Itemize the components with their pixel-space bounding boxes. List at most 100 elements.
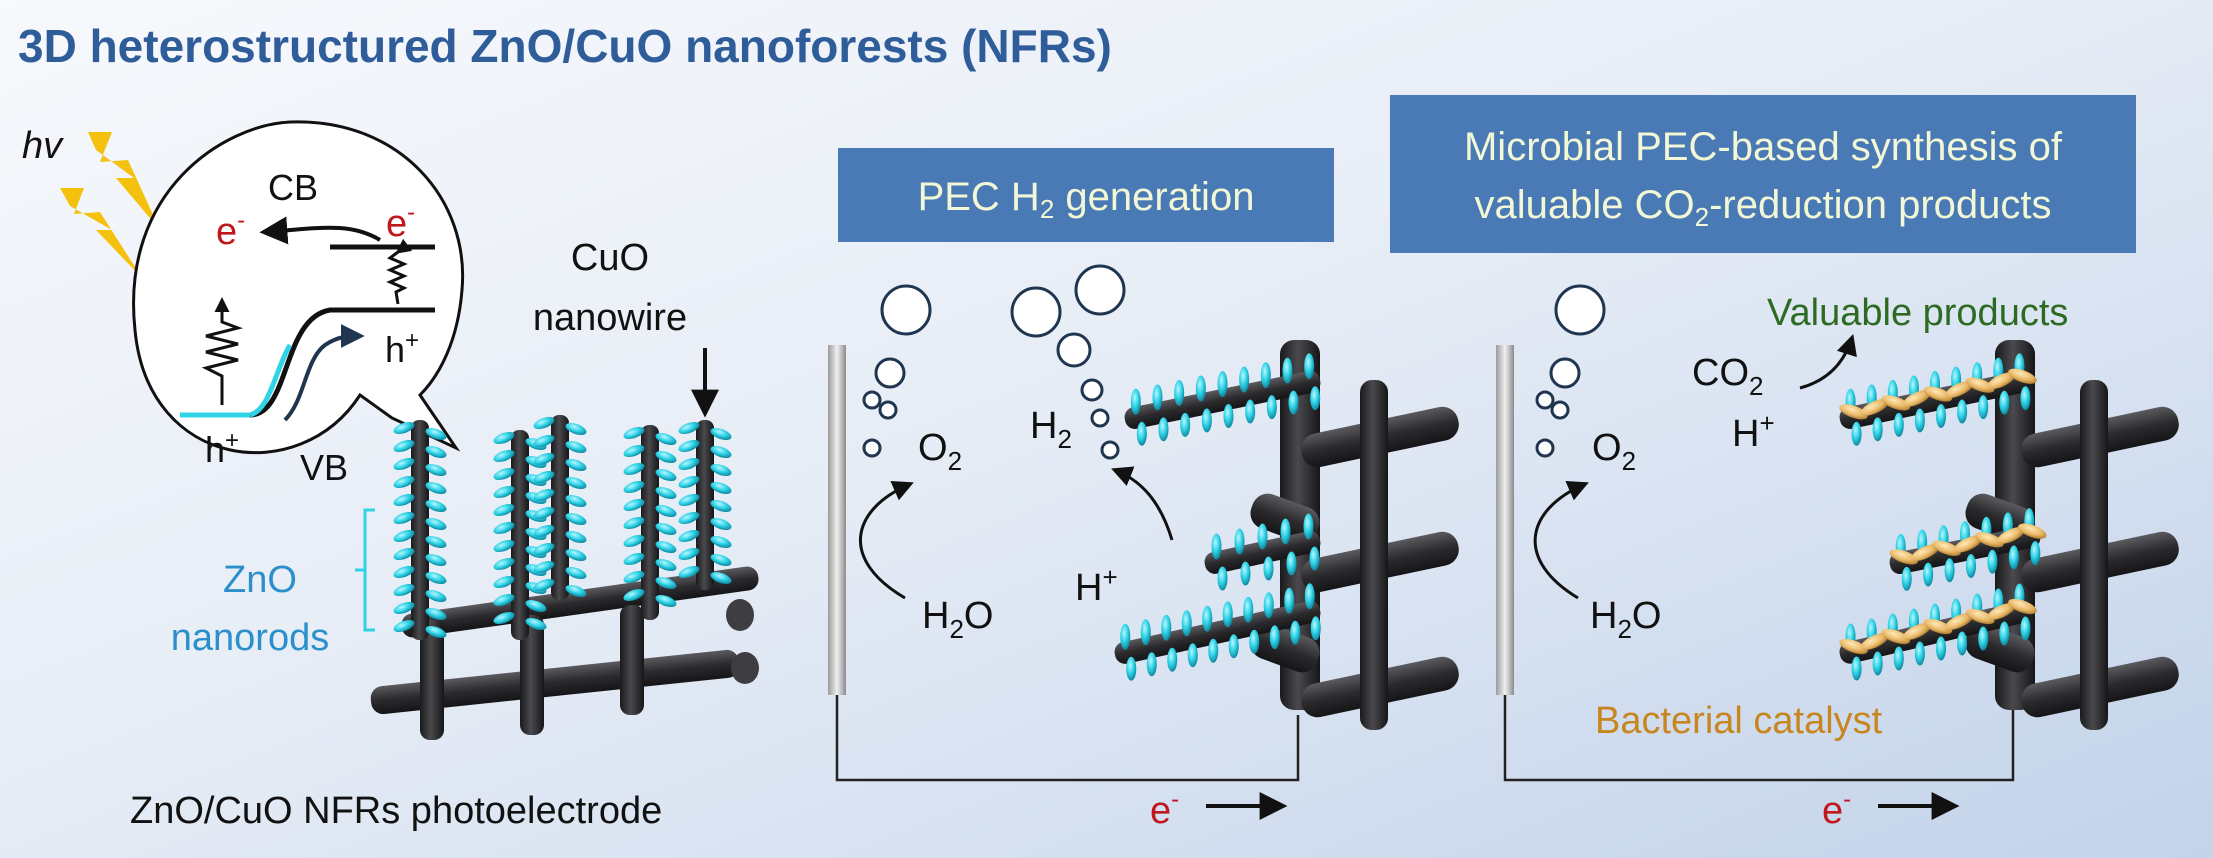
zno-nanorod (533, 470, 555, 484)
zno-nanorod (1146, 652, 1157, 677)
cuo-nanowire-branch (1204, 531, 1321, 574)
cuo-label: CuO (571, 237, 649, 279)
zno-nanorod (425, 499, 447, 513)
zno-nanorod (425, 589, 447, 603)
zno-nanorod (393, 583, 415, 597)
zno-nanorod (1936, 636, 1946, 661)
cuo-nanowire (511, 430, 529, 640)
zno-nanorod (1257, 523, 1268, 550)
zno-nanorod (678, 475, 700, 489)
right-header-box (1390, 95, 2136, 253)
zno-nanorod (2020, 616, 2031, 641)
right-header-line1: Microbial PEC-based synthesis of (1464, 125, 2063, 169)
water-oxidation-arrow (859, 481, 914, 600)
zno-nanorod (1180, 412, 1191, 437)
zno-nanorod (493, 431, 515, 445)
counter-electrode (828, 345, 846, 695)
zno-nanorod (425, 481, 447, 495)
zno-nanorod (493, 539, 515, 553)
bacterium (1975, 532, 2004, 548)
zno-nanorod (1914, 641, 1925, 666)
bacterium (1889, 549, 1918, 565)
right-o2-label: O2 (1592, 427, 1636, 476)
zno-nanorod (1263, 556, 1274, 581)
zno-nanorod (655, 468, 677, 482)
zno-nanorod (525, 617, 547, 631)
zno-nanorod (710, 427, 732, 441)
zno-nanorod (565, 422, 587, 436)
hv-label: hv (22, 125, 64, 167)
zno-nanorod (393, 619, 415, 633)
bacterium (1911, 544, 1939, 561)
zno-nanorod (565, 476, 587, 490)
zno-nanorod (1152, 384, 1163, 411)
zno-nanorod (710, 571, 732, 585)
bacterium (1881, 628, 1911, 645)
zno-nanorod (393, 457, 415, 471)
zno-nanorod (493, 521, 515, 535)
zno-nanorod (1999, 621, 2010, 646)
zno-nanorod (1978, 395, 1989, 420)
valence-band-interface-cyan (249, 343, 293, 418)
cb-label: CB (268, 167, 318, 208)
zno-nanorod (1140, 619, 1151, 646)
zno-nanorod (425, 517, 447, 531)
nanorods-label: nanorods (171, 617, 329, 659)
zno-nanorod (493, 557, 515, 571)
zno-nanorod (393, 421, 415, 435)
zno-nanorod (1923, 562, 1934, 587)
zno-nanorod (1310, 616, 1321, 641)
cuo-nanowire-group (393, 415, 732, 640)
photoelectrode-caption: ZnO/CuO NFRs photoelectrode (130, 790, 662, 832)
zno-nanorod (678, 565, 700, 579)
zno-nanorod (565, 584, 587, 598)
zno-nanorod (1893, 412, 1904, 437)
right-panel: Microbial PEC-based synthesis of valuabl… (1390, 95, 2179, 832)
zno-nanorod (623, 480, 645, 494)
zno-nanorod (1304, 353, 1315, 380)
zno-nanorod (678, 439, 700, 453)
zno-nanorod (623, 444, 645, 458)
zno-nanorod (565, 494, 587, 508)
zno-nanorod (678, 493, 700, 507)
zno-nanorod (1245, 399, 1256, 424)
o2-label: O2 (918, 427, 962, 476)
zno-nanorod (1223, 404, 1234, 428)
zno-nanorod (2020, 386, 2031, 411)
zno-nanorod (1195, 375, 1206, 402)
zno-nanorod (1228, 634, 1239, 659)
zno-nanorod (425, 535, 447, 549)
zno-nanorod (533, 578, 555, 592)
zno-nanorod (1243, 596, 1254, 623)
hole-transfer-arrow (283, 323, 365, 422)
h2-label: H2 (1030, 405, 1072, 454)
bacterium (1987, 603, 2016, 620)
zno-nanorod (710, 463, 732, 477)
cuo-nanowire (641, 425, 659, 620)
bubbles (862, 264, 1126, 460)
bacterium (1965, 608, 1995, 625)
right-bubbles (1535, 284, 1606, 458)
co2-conversion-arrow (1799, 333, 1857, 390)
zno-nanorod (710, 517, 732, 531)
cuo-nanowire (696, 420, 714, 590)
zno-nanorod (655, 540, 677, 554)
zno-nanorod (1201, 408, 1212, 433)
bacterium (1839, 638, 1868, 655)
zno-nanorod (1136, 421, 1147, 446)
zno-nanorod (655, 576, 677, 590)
circuit-wire (835, 695, 1300, 782)
electron-label-left: e- (216, 207, 245, 253)
middle-panel: PEC H2 generation O2 H2 H2O H+ (828, 148, 1459, 832)
bacterium (1860, 398, 1889, 416)
zno-nanorod (425, 463, 447, 477)
zno-nanorod (678, 547, 700, 561)
zno-nanorod (1211, 533, 1222, 560)
right-water-oxidation-arrow (1533, 481, 1589, 600)
zno-nanorod (425, 607, 447, 621)
zno-nanorod (425, 553, 447, 567)
cuo-nanowire (411, 420, 429, 640)
lightning-icon (60, 188, 142, 278)
zno-nanorod (533, 506, 555, 520)
